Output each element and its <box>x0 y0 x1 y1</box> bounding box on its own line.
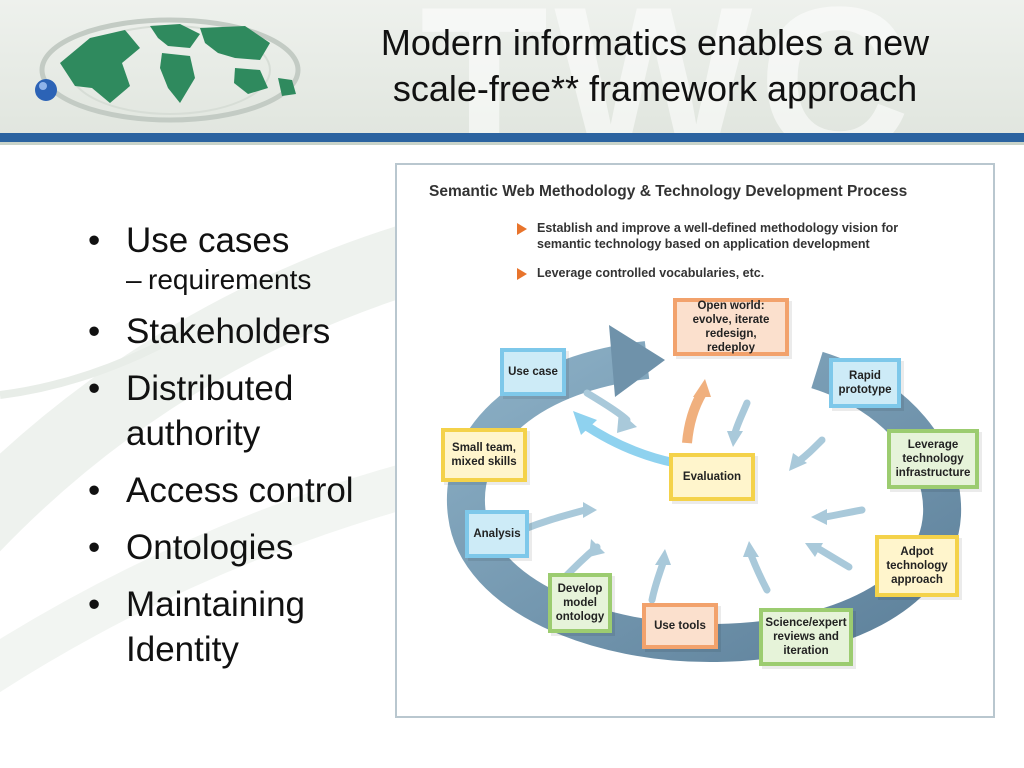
figure-point-line-2: semantic technology based on application… <box>537 237 870 251</box>
bullet-text: Stakeholders <box>126 312 331 351</box>
bullet-distributed-authority: • Distributed authority <box>80 366 400 456</box>
bullet-access-control: • Access control <box>80 468 400 513</box>
bullet-text-line-2: authority <box>126 414 261 453</box>
bullet-text: Access control <box>126 471 354 510</box>
box-evaluation: Evaluation <box>669 453 755 501</box>
box-small-team: Small team, mixed skills <box>441 428 527 482</box>
bullet-list: • Use cases – requirements • Stakeholder… <box>80 218 400 684</box>
box-text: technology <box>902 453 964 465</box>
box-use-case: Use case <box>500 348 566 396</box>
header-rule <box>0 133 1024 142</box>
bullet-text: Use cases <box>126 221 290 260</box>
box-text: mixed skills <box>451 456 517 468</box>
box-leverage-infrastructure: Leverage technology infrastructure <box>887 429 979 489</box>
bullet-glyph: • <box>88 221 101 260</box>
box-text: Open world: <box>697 300 765 312</box>
box-text: Rapid <box>849 370 881 382</box>
inner-arrow-head <box>727 431 743 447</box>
figure-title: Semantic Web Methodology & Technology De… <box>429 183 908 200</box>
box-text: reviews and <box>773 631 839 643</box>
cyan-arrow-head <box>573 411 597 435</box>
box-text: technology <box>886 560 948 572</box>
inner-arrow-head <box>617 411 637 433</box>
bullet-stakeholders: • Stakeholders <box>80 309 400 354</box>
bullet-text-line-1: Distributed <box>126 369 294 408</box>
cyan-arrow <box>579 419 676 468</box>
box-text: Use case <box>508 366 558 378</box>
box-rapid-prototype: Rapid prototype <box>829 358 901 408</box>
figure-point-line-1: Establish and improve a well-defined met… <box>537 221 899 235</box>
bullet-glyph: • <box>88 312 101 351</box>
sub-bullet-text: requirements <box>148 264 312 295</box>
box-open-world: Open world: evolve, iterate redesign, re… <box>673 298 789 356</box>
box-text: Develop <box>557 583 603 595</box>
box-text: approach <box>891 574 943 586</box>
figure-point-text: Leverage controlled vocabularies, etc. <box>537 266 765 280</box>
orange-arrow <box>682 390 707 444</box>
inner-arrow-head <box>743 541 759 557</box>
bullet-glyph: • <box>88 585 101 624</box>
inner-arrow-head <box>805 543 823 557</box>
watermark-text: TWC <box>420 0 917 133</box>
inner-arrow <box>815 545 853 571</box>
orange-arrow-head <box>693 379 711 397</box>
figure-point-methodology: Establish and improve a well-defined met… <box>517 220 957 252</box>
triangle-bullet-icon <box>517 268 527 280</box>
box-science-review: Science/expert reviews and iteration <box>759 608 853 666</box>
box-text: infrastructure <box>895 467 971 479</box>
inner-arrow-head <box>789 453 807 471</box>
box-text: evolve, iterate <box>692 314 770 326</box>
sub-bullet-requirements: – requirements <box>80 263 400 297</box>
bullet-text-line-1: Maintaining <box>126 585 305 624</box>
header-rule-secondary <box>0 142 1024 145</box>
box-text: Leverage <box>907 439 959 451</box>
cycle-arrow-head <box>609 325 665 397</box>
inner-arrow <box>648 559 667 604</box>
bullet-glyph: • <box>88 528 101 567</box>
box-use-tools: Use tools <box>642 603 718 649</box>
inner-arrow-head <box>589 539 605 557</box>
inner-arrow-head <box>655 549 671 565</box>
box-text: Science/expert <box>765 617 847 629</box>
world-globe-logo <box>35 17 301 123</box>
box-text: model <box>563 597 597 609</box>
bullet-ontologies: • Ontologies <box>80 525 400 570</box>
inner-arrow <box>795 436 826 465</box>
inner-arrow-head <box>583 502 597 518</box>
sub-bullet-glyph: – <box>126 264 142 295</box>
box-text: Evaluation <box>682 471 742 483</box>
slide-header: TWC Modern informatics enables a new sca… <box>0 0 1024 133</box>
box-text: prototype <box>838 384 892 396</box>
methodology-figure: Semantic Web Methodology & Technology De… <box>395 163 995 718</box>
bullet-use-cases: • Use cases <box>80 218 400 263</box>
box-develop-ontology: Develop model ontology <box>548 573 612 633</box>
inner-arrow <box>731 399 751 437</box>
bullet-glyph: • <box>88 369 101 408</box>
box-text: Use tools <box>654 620 706 632</box>
slide-title: Modern informatics enables a new scale-f… <box>330 20 980 112</box>
slide-title-line-1: Modern informatics enables a new <box>380 22 930 63</box>
bullet-text-line-2: Identity <box>126 630 239 669</box>
box-text: Analysis <box>473 528 521 540</box>
figure-point-vocabularies: Leverage controlled vocabularies, etc. <box>517 265 957 281</box>
inner-arrow-head <box>811 509 827 525</box>
triangle-bullet-icon <box>517 223 527 235</box>
inner-arrow <box>747 551 771 594</box>
box-analysis: Analysis <box>465 510 529 558</box>
box-text: Small team, <box>452 442 516 454</box>
box-text: ontology <box>555 611 605 623</box>
box-text: redesign, redeploy <box>705 328 757 354</box>
box-text: Adpot <box>900 546 934 558</box>
bullet-text: Ontologies <box>126 528 294 567</box>
box-adopt-technology: Adpot technology approach <box>875 535 959 597</box>
bullet-maintaining-identity: • Maintaining Identity <box>80 582 400 672</box>
inner-arrow <box>518 506 589 534</box>
inner-arrow <box>821 506 866 521</box>
slide-title-line-2: scale-free** framework approach <box>392 68 918 109</box>
bullet-glyph: • <box>88 471 101 510</box>
box-text: iteration <box>783 645 829 657</box>
